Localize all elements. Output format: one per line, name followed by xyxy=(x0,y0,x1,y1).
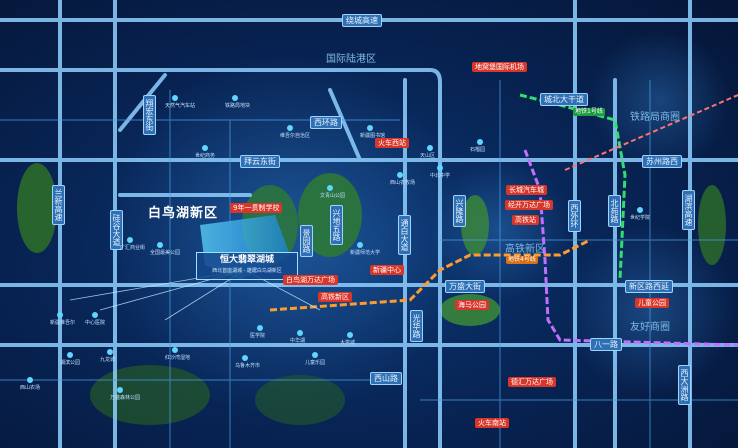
tag-train-south[interactable]: 火车南站 xyxy=(475,418,509,428)
poi-label[interactable]: 世纪商务 xyxy=(195,153,216,159)
road-chengbei: 城北大干道 xyxy=(540,93,588,106)
poi-label[interactable]: 天山区 xyxy=(420,153,436,159)
tag-wanda-jingkai[interactable]: 经开万达广场 xyxy=(505,200,553,210)
poi-pin-icon[interactable] xyxy=(397,172,403,178)
area-youhao: 友好商圈 xyxy=(630,322,670,333)
poi-label[interactable]: 中心医院 xyxy=(85,320,106,326)
tag-wanda-dexhui[interactable]: 德汇万达广场 xyxy=(508,377,556,387)
poi-pin-icon[interactable] xyxy=(57,312,63,318)
road-lanxin: 兰新高速 xyxy=(52,185,65,225)
road-xinqu: 新区路西延 xyxy=(625,280,673,293)
area-gaotie: 高铁新区 xyxy=(505,244,545,255)
tag-kids-park[interactable]: 儿童公园 xyxy=(635,298,669,308)
poi-pin-icon[interactable] xyxy=(232,95,238,101)
poi-pin-icon[interactable] xyxy=(367,125,373,131)
poi-label[interactable]: 世纪学院 xyxy=(630,215,651,221)
tag-wanda-bai[interactable]: 白鸟湖万达广场 xyxy=(283,275,338,285)
poi-label[interactable]: 大学城 xyxy=(340,340,356,346)
project-name: 恒大翡翠湖城 xyxy=(219,255,274,265)
poi-pin-icon[interactable] xyxy=(242,355,248,361)
poi-pin-icon[interactable] xyxy=(27,377,33,383)
road-wansheng: 万盛大街 xyxy=(445,280,485,293)
poi-pins xyxy=(27,95,643,393)
poi-label[interactable]: 维吾尔自治区 xyxy=(280,133,311,139)
poi-pin-icon[interactable] xyxy=(127,237,133,243)
poi-pin-icon[interactable] xyxy=(257,325,263,331)
poi-pin-icon[interactable] xyxy=(117,387,123,393)
metro-line1-label: 地铁1号线 xyxy=(573,108,605,116)
road-jingyuan: 景园路 xyxy=(300,225,313,257)
poi-label[interactable]: 新疆师范大学 xyxy=(350,250,381,256)
poi-label[interactable]: 新疆图书馆 xyxy=(360,133,386,139)
poi-label[interactable]: 乌鲁木齐市 xyxy=(235,363,261,369)
poi-pin-icon[interactable] xyxy=(427,145,433,151)
road-suzhou: 苏州路西 xyxy=(642,155,682,168)
road-xishan: 西山路 xyxy=(370,372,402,385)
area-tielu: 铁路局商圈 xyxy=(630,112,680,123)
road-raocheng: 绕城高速 xyxy=(342,14,382,27)
poi-label[interactable]: 医学院 xyxy=(250,333,266,339)
poi-pin-icon[interactable] xyxy=(172,347,178,353)
tag-gaotie-station[interactable]: 高铁站 xyxy=(512,215,539,225)
poi-label[interactable]: 儿童乐园 xyxy=(305,360,326,366)
poi-label[interactable]: 铁路局地块 xyxy=(225,103,251,109)
poi-label[interactable]: 中华湖 xyxy=(290,338,306,344)
poi-pin-icon[interactable] xyxy=(107,349,113,355)
tag-eco-park[interactable]: 高铁新区 xyxy=(318,292,352,302)
area-gangqu: 国际陆港区 xyxy=(326,54,376,65)
poi-pin-icon[interactable] xyxy=(202,145,208,151)
tag-changcheng[interactable]: 长城汽车城 xyxy=(506,185,547,195)
poi-pin-icon[interactable] xyxy=(437,165,443,171)
metro-line4-label: 地铁4号线 xyxy=(506,256,538,264)
road-guanghua: 光华路 xyxy=(410,310,423,342)
project-card[interactable]: 恒大翡翠湖城 西北首座湖城 · 雄踞白鸟湖新区 xyxy=(196,252,298,280)
tag-train-west[interactable]: 火车西站 xyxy=(375,138,409,148)
road-xianghong: 翔宏东街 xyxy=(143,95,156,135)
road-xingdiwu: 兴地五路 xyxy=(330,205,343,245)
poi-label[interactable]: 西山农场 xyxy=(20,385,41,391)
road-bayi: 八一路 xyxy=(590,338,622,351)
poi-pin-icon[interactable] xyxy=(347,332,353,338)
poi-pin-icon[interactable] xyxy=(67,352,73,358)
poi-label[interactable]: 万盛森林公园 xyxy=(110,395,141,401)
poi-pin-icon[interactable] xyxy=(312,352,318,358)
road-xidazhou: 西大洲路 xyxy=(678,365,691,405)
poi-label[interactable]: 新疆维吾尔 xyxy=(50,320,76,326)
poi-pin-icon[interactable] xyxy=(477,139,483,145)
road-xinglong: 兴隆路 xyxy=(453,195,466,227)
poi-pin-icon[interactable] xyxy=(287,125,293,131)
poi-label[interactable]: 中北中学 xyxy=(430,173,451,179)
poi-label[interactable]: 天然气汽车站 xyxy=(165,103,196,109)
road-guigu: 硅谷大道 xyxy=(110,210,123,250)
poi-pin-icon[interactable] xyxy=(357,242,363,248)
road-tongbai: 通白大道 xyxy=(398,215,411,255)
poi-pin-icon[interactable] xyxy=(327,185,333,191)
tag-haima[interactable]: 海马公园 xyxy=(455,300,489,310)
poi-label[interactable]: 广汇商业街 xyxy=(120,245,146,251)
road-baiyun: 拜云东街 xyxy=(240,155,280,168)
poi-label[interactable]: 湖滨公园 xyxy=(60,360,81,366)
poi-pin-icon[interactable] xyxy=(297,330,303,336)
tag-xinjiang-center[interactable]: 新疆中心 xyxy=(370,265,404,275)
road-xiwaihuan: 西外环 xyxy=(568,200,581,232)
project-sub: 西北首座湖城 · 雄踞白鸟湖新区 xyxy=(212,268,282,274)
poi-label[interactable]: 九龙城 xyxy=(100,357,116,363)
tag-airport[interactable]: 地窝堡国际机场 xyxy=(472,62,527,72)
tag-school[interactable]: 9年一贯制学校 xyxy=(230,203,283,213)
poi-label[interactable]: 石榴园 xyxy=(470,147,486,153)
poi-pin-icon[interactable] xyxy=(92,312,98,318)
road-xihuan: 西环路 xyxy=(310,116,342,129)
district-baiqi: 白鸟湖新区 xyxy=(148,206,219,221)
poi-label[interactable]: 文青山公园 xyxy=(320,193,346,199)
poi-pin-icon[interactable] xyxy=(637,207,643,213)
poi-pin-icon[interactable] xyxy=(172,95,178,101)
poi-pin-icon[interactable] xyxy=(157,242,163,248)
poi-label[interactable]: 西山农牧场 xyxy=(390,180,416,186)
road-beiyuan: 北苑路 xyxy=(608,195,621,227)
poi-label[interactable]: 全国最美公园 xyxy=(150,250,181,256)
poi-label[interactable]: 红沙湾湿地 xyxy=(165,355,191,361)
road-hubin: 湖滨高速 xyxy=(682,190,695,230)
